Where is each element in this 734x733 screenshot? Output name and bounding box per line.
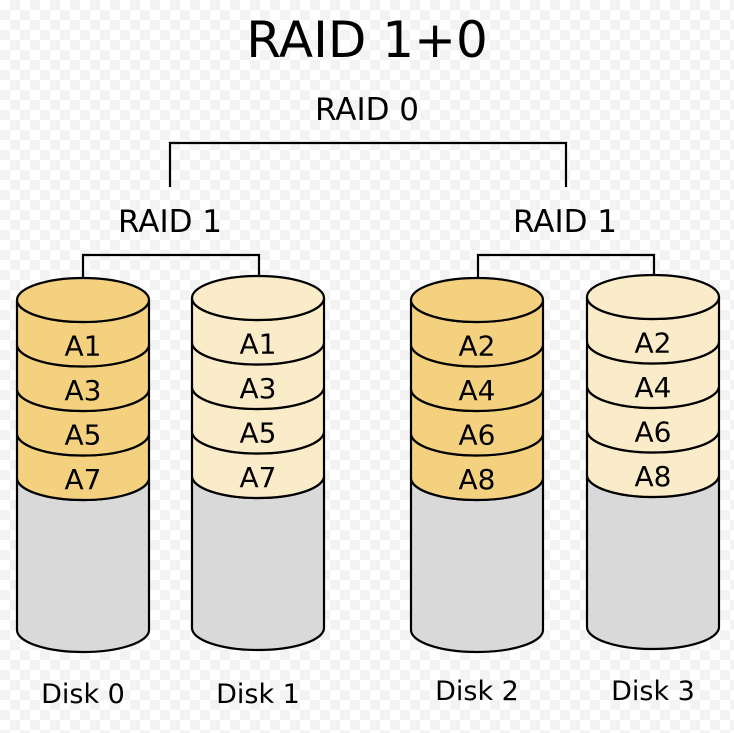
- disk-label: Disk 2: [435, 676, 519, 707]
- block-label: A2: [635, 326, 672, 359]
- block-label: A7: [65, 463, 102, 496]
- disk-empty-space: [585, 474, 721, 651]
- block-label: A5: [240, 416, 277, 449]
- disk-label: Disk 3: [611, 676, 695, 707]
- block-label: A5: [65, 418, 102, 451]
- block-label: A7: [240, 461, 277, 494]
- block-label: A8: [635, 460, 672, 493]
- disk-top-cap: [585, 273, 721, 321]
- disk-top-cap: [190, 274, 326, 322]
- block-label: A6: [459, 418, 496, 451]
- raid1-label-right: RAID 1: [513, 204, 617, 240]
- block-label: A8: [459, 463, 496, 496]
- raid1-label-left: RAID 1: [118, 204, 222, 240]
- block-label: A1: [65, 329, 102, 362]
- disk-top-cap: [15, 276, 151, 324]
- block-label: A4: [459, 374, 496, 407]
- disk-label: Disk 0: [41, 679, 125, 710]
- disk-empty-space: [190, 475, 326, 652]
- raid1-group-right: RAID 1: [476, 204, 656, 298]
- raid0-label: RAID 0: [315, 92, 419, 128]
- disk-empty-space: [409, 477, 545, 654]
- block-label: A3: [65, 374, 102, 407]
- disk-label: Disk 1: [216, 679, 300, 710]
- disk-empty-space: [15, 477, 151, 654]
- block-label: A2: [459, 329, 496, 362]
- block-label: A6: [635, 415, 672, 448]
- block-label: A1: [240, 327, 277, 360]
- diagram-title: RAID 1+0: [246, 11, 488, 69]
- block-label: A3: [240, 372, 277, 405]
- block-label: A4: [635, 371, 672, 404]
- disk-top-cap: [409, 276, 545, 324]
- raid0-bracket: [168, 141, 568, 187]
